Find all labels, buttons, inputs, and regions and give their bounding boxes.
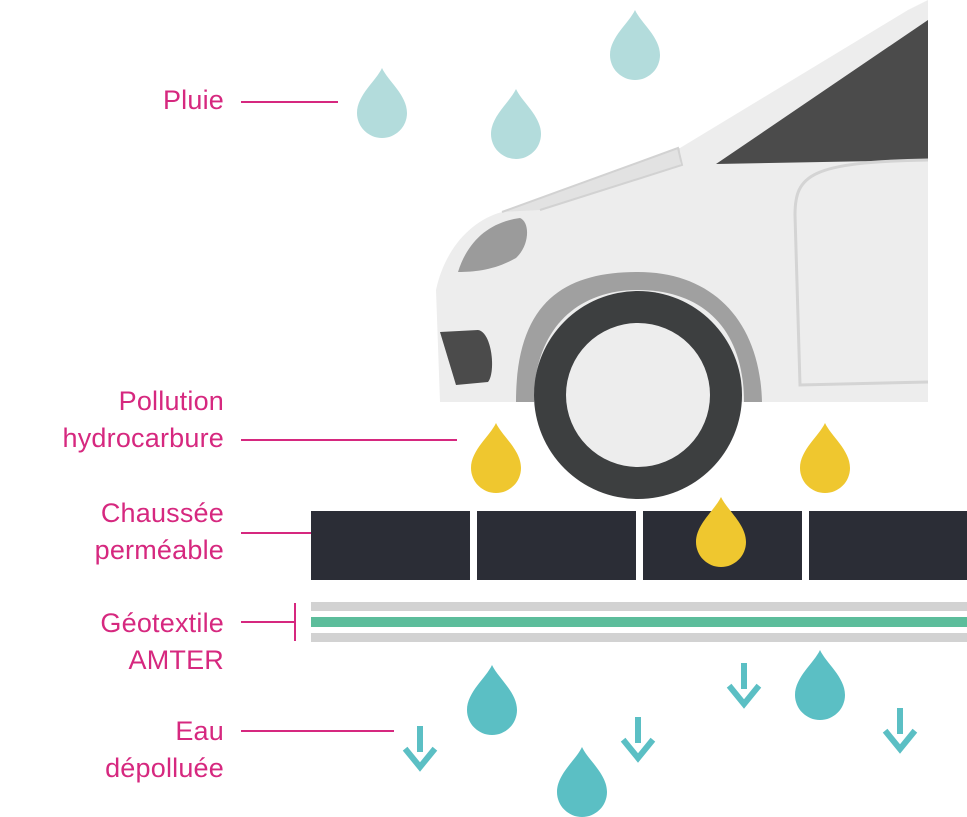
label-rain-line-1: Pluie	[162, 85, 224, 115]
hydrocarbon-drop-icon	[800, 423, 850, 493]
label-hydrocarbon-pollution: Pollution hydrocarbure	[63, 383, 225, 457]
bumper-light	[440, 330, 493, 385]
label-clean-water: Eau dépolluée	[105, 713, 224, 787]
permeable-pavement	[311, 511, 967, 580]
door-line	[793, 158, 929, 387]
wheel-arch	[516, 272, 762, 402]
label-pollution-line-1: Pollution	[118, 386, 224, 416]
car-hood-line	[501, 146, 684, 213]
leader-lines	[241, 101, 457, 732]
label-geotextile-line-2: AMTER	[128, 645, 224, 675]
windshield	[716, 20, 928, 164]
rain-drops	[357, 10, 660, 159]
rain-drop-icon	[491, 89, 541, 159]
clean-water-drop-icon	[557, 747, 607, 817]
clean-water-drop-icon	[467, 665, 517, 735]
label-water-line-2: dépolluée	[105, 753, 224, 783]
hydrocarbon-drop-icon	[696, 497, 746, 567]
car-illustration	[436, 0, 929, 402]
rain-drop-icon	[610, 10, 660, 80]
label-rain: Pluie	[163, 82, 224, 119]
geotextile-layer	[311, 602, 967, 642]
clean-water-drops	[467, 650, 845, 817]
label-permeable-pavement: Chaussée perméable	[95, 495, 224, 569]
label-pollution-line-2: hydrocarbure	[62, 423, 224, 453]
down-arrow-icon	[731, 663, 757, 704]
wheel	[534, 291, 742, 499]
clean-water-drop-icon	[795, 650, 845, 720]
label-geotextile-line-1: Géotextile	[100, 608, 224, 638]
down-arrow-icon	[625, 717, 651, 758]
headlight	[458, 218, 528, 272]
rain-drop-icon	[357, 68, 407, 138]
label-water-line-1: Eau	[175, 716, 224, 746]
down-arrow-icon	[887, 708, 913, 749]
label-pavement-line-1: Chaussée	[100, 498, 224, 528]
label-pavement-line-2: perméable	[94, 535, 224, 565]
hydrocarbon-drop-icon	[471, 423, 521, 493]
label-geotextile: Géotextile AMTER	[100, 605, 224, 679]
down-arrow-icon	[407, 726, 433, 767]
